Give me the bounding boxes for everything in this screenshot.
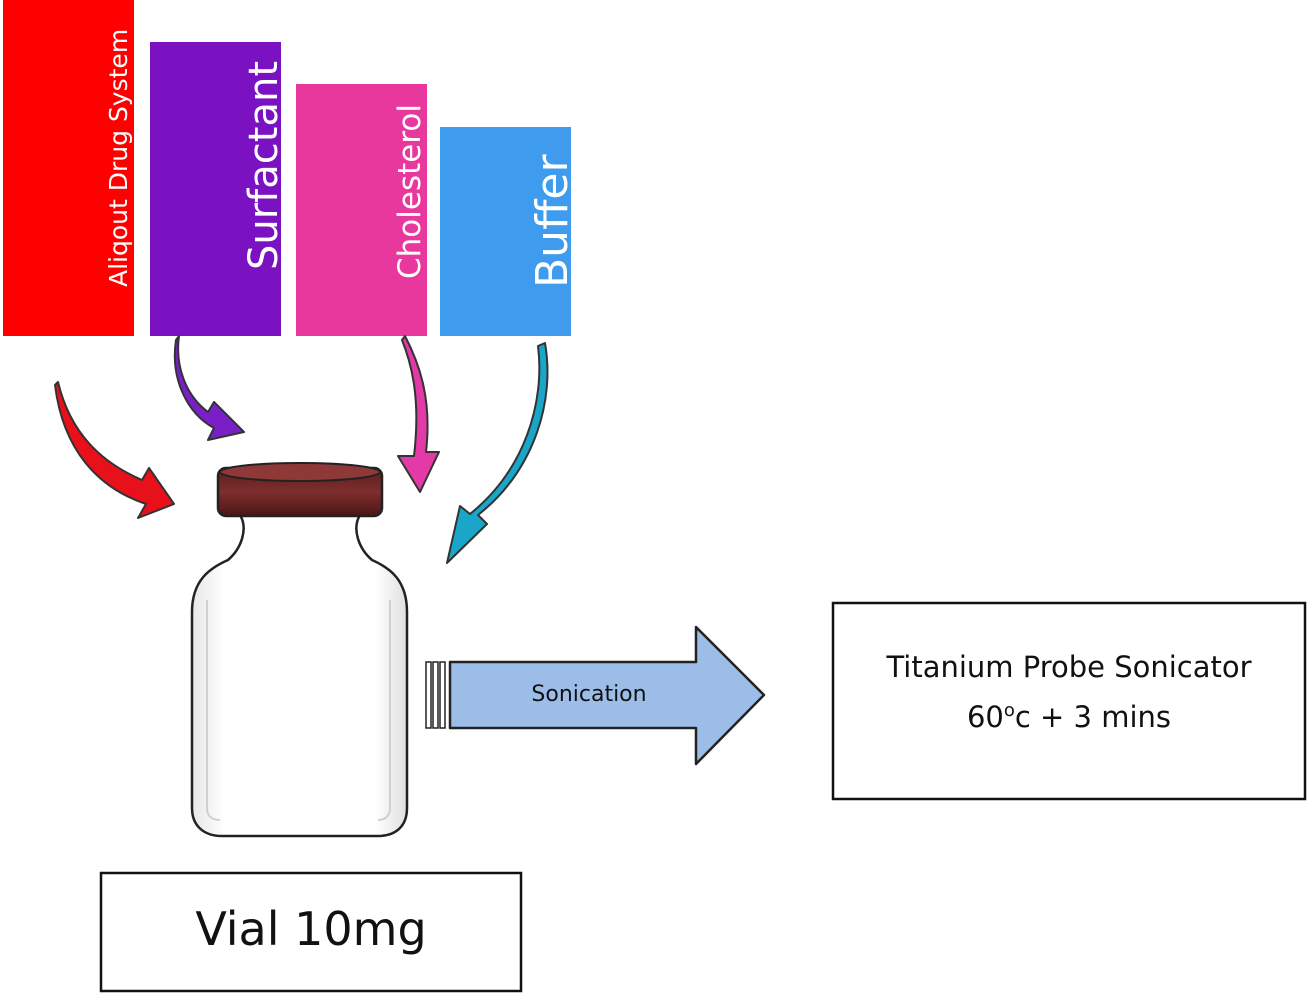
sonication-label: Sonication xyxy=(531,682,646,707)
duration-text: c + 3 mins xyxy=(1015,700,1171,734)
arrow-drug-system-to-vial xyxy=(54,381,175,519)
arrow-surfactant-to-vial xyxy=(173,335,245,441)
degree-symbol: o xyxy=(1004,700,1015,721)
vial-label-box xyxy=(99,871,523,993)
arrow-cholesterol-to-vial xyxy=(397,335,440,493)
temperature-value: 60 xyxy=(967,700,1004,734)
ingredient-label-cholesterol: Cholesterol xyxy=(392,104,428,279)
sonicator-title: Titanium Probe Sonicator xyxy=(885,650,1251,684)
ingredient-label-buffer: Buffer xyxy=(527,154,578,288)
ingredient-bar-surfactant xyxy=(150,42,281,336)
vial-illustration xyxy=(190,462,409,838)
sonication-arrow xyxy=(425,625,766,766)
vial-label-text: Vial 10mg xyxy=(195,902,426,956)
sonicator-conditions: 60oc + 3 mins xyxy=(967,700,1171,734)
arrow-buffer-to-vial xyxy=(446,342,549,564)
ingredient-bar-drug-system xyxy=(3,0,134,336)
ingredient-bar-buffer xyxy=(440,127,571,336)
ingredient-bar-cholesterol xyxy=(296,84,427,336)
sonicator-box xyxy=(831,601,1307,801)
ingredient-label-drug-system: Aliqout Drug System xyxy=(104,29,133,287)
ingredient-label-surfactant: Surfactant xyxy=(241,61,287,270)
